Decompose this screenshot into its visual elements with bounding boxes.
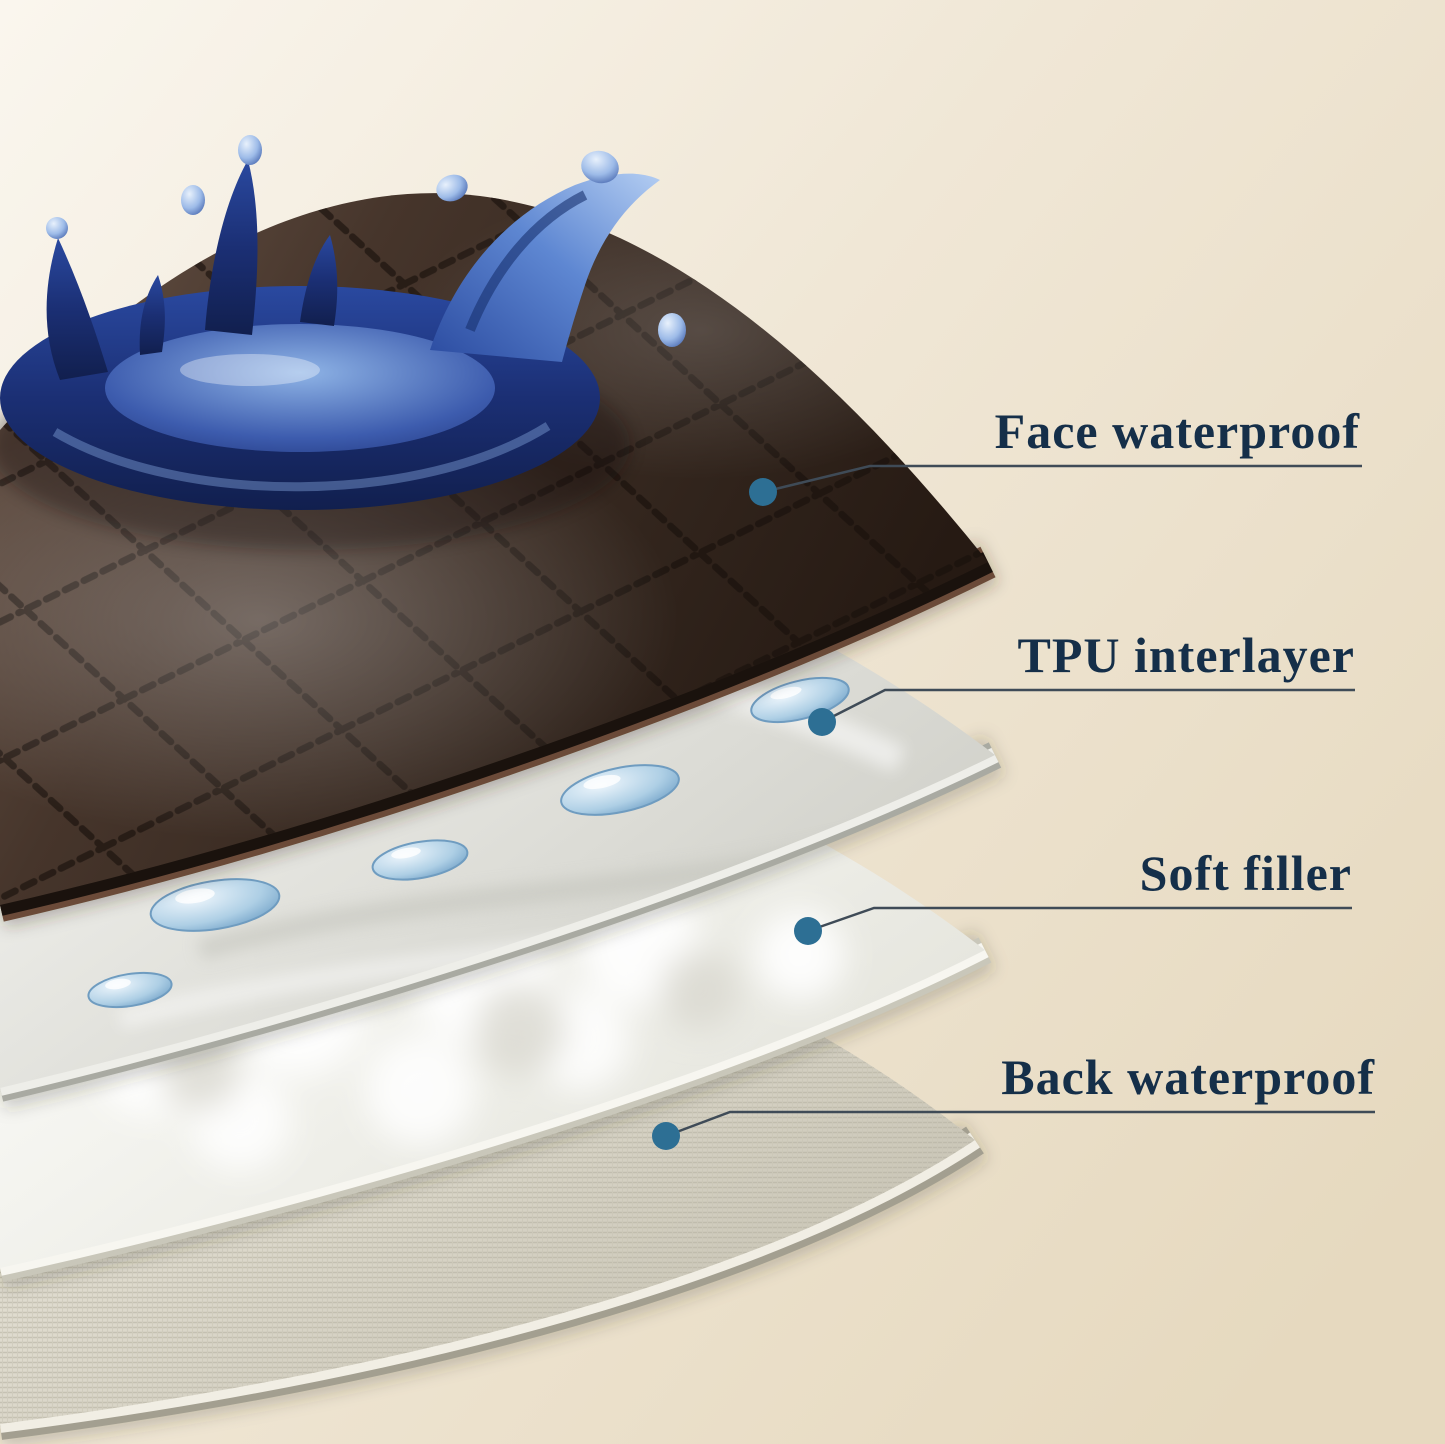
splash-spike-tall: [205, 160, 258, 335]
splash-spike: [300, 235, 338, 326]
callouts: Face waterproof TPU interlayer Soft fill…: [652, 403, 1375, 1150]
flying-droplet: [181, 185, 205, 215]
droplet-highlight: [175, 888, 215, 904]
callout-dot-tpu: [808, 708, 836, 736]
callout-soft-filler: Soft filler: [794, 845, 1352, 945]
splash-pool-highlight: [180, 354, 320, 386]
splash-spike: [46, 238, 108, 380]
splash-sheet: [430, 173, 660, 362]
callout-dot-filler: [794, 917, 822, 945]
callout-face-waterproof: Face waterproof: [749, 403, 1362, 506]
flying-droplet: [658, 313, 686, 347]
droplet-highlight: [770, 686, 802, 700]
splash-spike-tip: [238, 135, 262, 165]
flying-droplet: [581, 150, 619, 184]
water-droplet: [371, 839, 469, 881]
callout-dot-face: [749, 478, 777, 506]
callout-label-back: Back waterproof: [1001, 1049, 1375, 1105]
splash-spike: [139, 275, 165, 355]
droplet-highlight: [583, 774, 621, 790]
splash-rim-highlight: [52, 422, 551, 492]
droplet-highlight: [391, 847, 421, 859]
droplet-highlight: [105, 978, 131, 990]
callout-line-face: [762, 464, 1362, 494]
callout-line-filler: [807, 906, 1352, 933]
water-droplet: [560, 764, 680, 816]
splash-spike-tip: [46, 217, 68, 239]
water-droplet: [87, 971, 173, 1009]
splash-pool: [105, 324, 495, 452]
callout-label-tpu: TPU interlayer: [1017, 627, 1355, 683]
callout-line-tpu: [821, 688, 1355, 724]
flying-droplet: [436, 174, 468, 202]
callout-back-waterproof: Back waterproof: [652, 1049, 1375, 1150]
callout-dot-back: [652, 1122, 680, 1150]
callout-label-face: Face waterproof: [995, 403, 1361, 459]
callout-tpu-interlayer: TPU interlayer: [808, 627, 1355, 736]
callout-label-filler: Soft filler: [1140, 845, 1352, 901]
splash-sheet-shading: [465, 190, 588, 332]
callout-line-back: [665, 1110, 1375, 1138]
water-splash: [0, 135, 686, 550]
tpu-water-droplets: [87, 676, 850, 1009]
